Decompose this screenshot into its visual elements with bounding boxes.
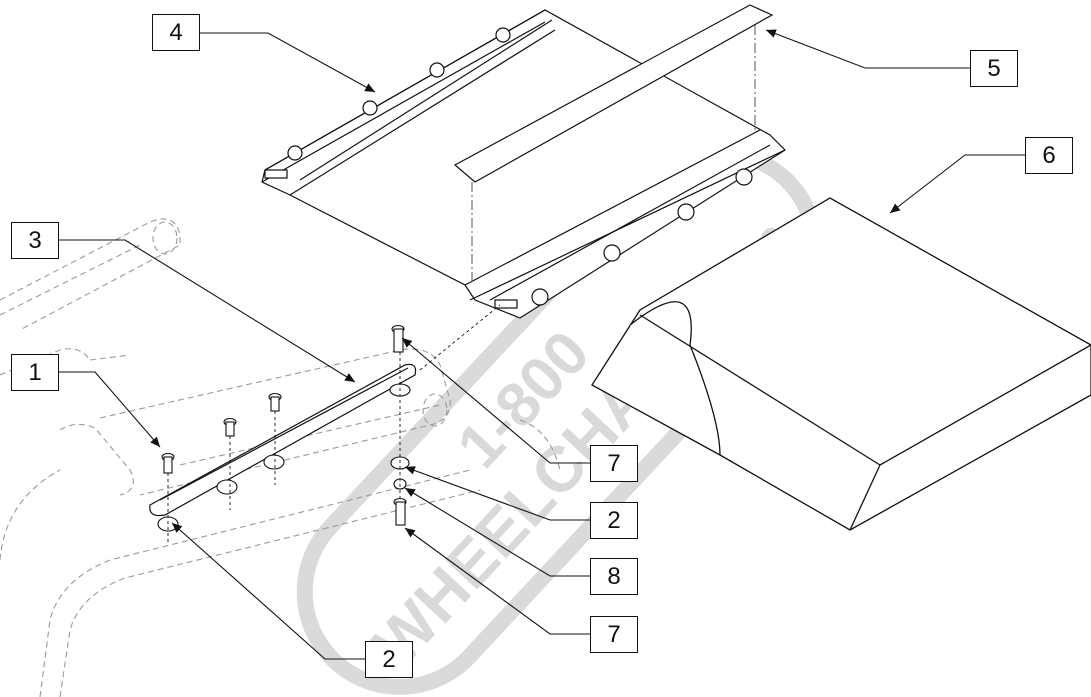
screw-bottom-right: [393, 497, 407, 526]
callout-3: 3: [11, 222, 59, 259]
callout-label: 7: [607, 620, 621, 648]
washer: [216, 479, 238, 495]
callout-7-lower: 7: [590, 616, 638, 653]
seat-pan: [261, 9, 786, 319]
screw-2: [223, 417, 237, 437]
callout-2-right: 2: [590, 502, 638, 539]
callout-label: 4: [169, 18, 183, 46]
callout-4: 4: [152, 14, 200, 51]
callout-label: 7: [607, 449, 621, 477]
callout-5: 5: [970, 50, 1018, 87]
callout-label: 2: [607, 506, 621, 534]
seat-cushion: [591, 197, 1091, 531]
callout-label: 6: [1042, 141, 1056, 169]
leader-lines: [59, 29, 1025, 660]
callout-label: 2: [382, 645, 396, 673]
screw-1: [161, 452, 175, 474]
wheelchair-frame-outline: [0, 218, 561, 697]
callout-label: 8: [607, 562, 621, 590]
callout-8: 8: [590, 558, 638, 595]
callout-2-bottom: 2: [365, 641, 413, 678]
callout-label: 1: [28, 358, 42, 386]
callout-6: 6: [1025, 137, 1073, 174]
screw-3: [268, 392, 282, 412]
callout-label: 5: [987, 54, 1001, 82]
callout-7-upper: 7: [590, 445, 638, 482]
hardware: [157, 324, 411, 532]
callout-label: 3: [28, 226, 42, 254]
seat-cover-sheet: [453, 4, 774, 183]
washer: [263, 454, 285, 470]
callout-1: 1: [11, 354, 59, 391]
mounting-bar: [149, 363, 417, 517]
